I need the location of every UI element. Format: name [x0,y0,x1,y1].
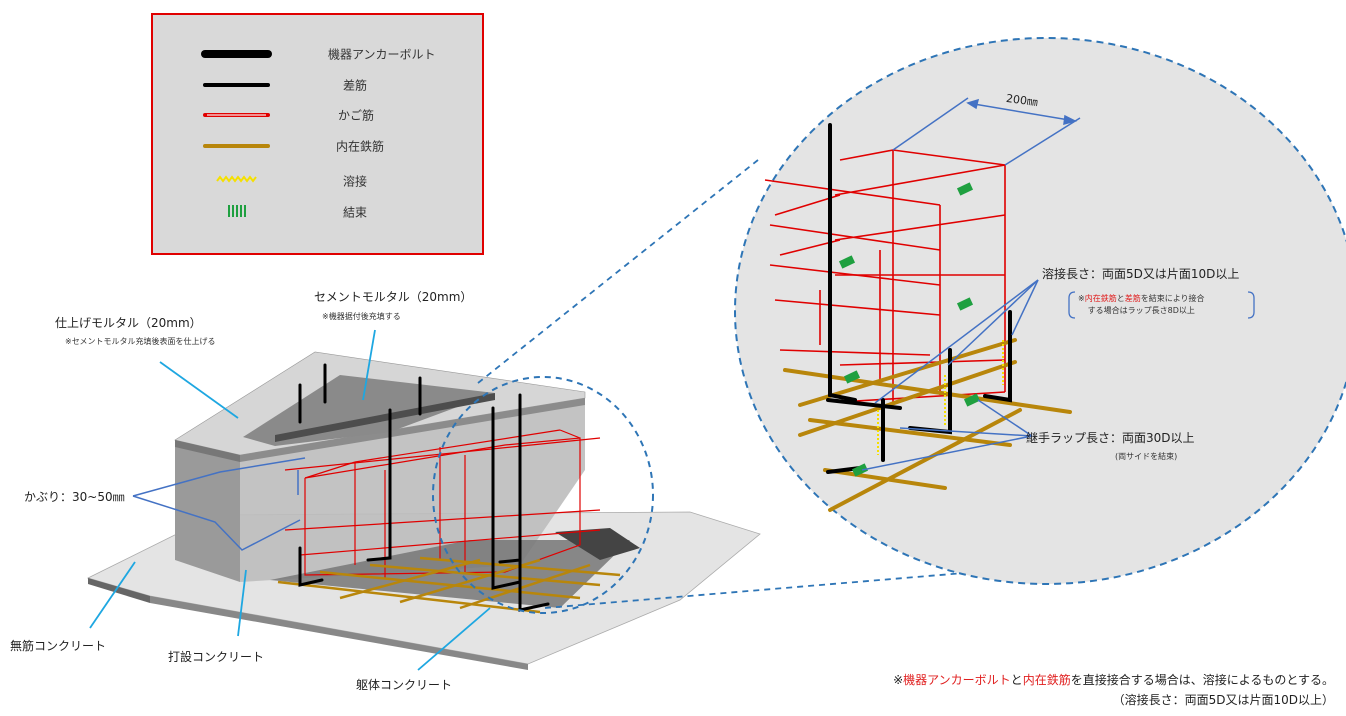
label-cement-mortar: セメントモルタル（20mm） [314,290,473,304]
note-lap: (両サイドを結束) [1115,452,1178,461]
legend-symbol-binding [228,205,246,217]
label-finish-mortar: 仕上げモルタル（20mm） [55,316,202,330]
weld-note-rest: を結束により接合 [1140,294,1205,303]
legend-label-anchor-bolt: 機器アンカーボルト [328,47,436,62]
callout-leaders-detail [861,279,1039,471]
cast-concrete-left-face [175,440,240,582]
label-cast-concrete: 打設コンクリート [168,650,265,664]
note-finish-mortar: ※セメントモルタル充填後表面を仕上げる [65,337,216,346]
label-plain-concrete: 無筋コンクリート [10,639,107,653]
note-cement-mortar: ※機器据付後充填する [322,312,401,321]
weld-marks-detail [877,340,1004,455]
label-cover: かぶり：30~50㎜ [24,490,125,504]
detail-marker-circle [432,376,654,614]
weld-note-dowel: 差筋 [1124,294,1141,303]
legend-label-internal: 内在鉄筋 [336,139,385,154]
label-body-concrete: 躯体コンクリート [356,678,453,692]
label-weld-length: 溶接長さ：両面5D又は片面10D以上 [1042,267,1240,281]
footer-and: と [1010,673,1023,687]
legend-label-weld: 溶接 [343,174,368,189]
footer-internal-rebar: 内在鉄筋 [1022,673,1071,687]
internal-rebar-detail [783,338,1072,512]
weld-note-prefix: ※ [1078,294,1085,303]
cement-mortar-recess [243,375,495,446]
footer-prefix: ※ [893,673,904,687]
legend-label-dowel: 差筋 [343,78,368,93]
legend-symbols [201,50,272,217]
cage-rebar-main [284,429,601,578]
detail-circle-fill [734,37,1346,585]
footer-note: ※機器アンカーボルトと内在鉄筋を直接接合する場合は、溶接によるものとする。 （溶… [893,670,1334,710]
weld-bundle-note: ※内在鉄筋と差筋を結束により接合 する場合はラップ長さ8D以上 [1078,293,1205,317]
legend-label-binding: 結束 [343,205,368,220]
footer-line2: （溶接長さ：両面5D又は片面10D以上） [1112,693,1334,707]
binding-marks-detail [838,182,981,477]
legend-box: 機器アンカーボルト 差筋 かご筋 内在鉄筋 溶接 結束 [151,13,484,255]
footer-rest: を直接接合する場合は、溶接によるものとする。 [1070,673,1334,687]
leader-lines [89,329,491,671]
legend-symbol-weld [216,175,257,183]
cage-rebar-detail [764,149,1006,403]
footer-anchor-bolt: 機器アンカーボルト [903,673,1011,687]
label-lap-length: 継手ラップ長さ：両面30D以上 [1026,431,1195,445]
weld-note-internal: 内在鉄筋 [1084,294,1117,303]
weld-note-and: と [1116,294,1125,303]
cover-callout-lines [132,457,306,551]
anchor-bolts-detail [826,123,1012,474]
weld-note-line2: する場合はラップ長さ8D以上 [1087,306,1195,315]
body-concrete-pocket [270,540,630,608]
weld-note-bracket [1068,291,1255,319]
legend-label-cage: かご筋 [338,108,375,123]
dimension-200 [892,97,1081,166]
